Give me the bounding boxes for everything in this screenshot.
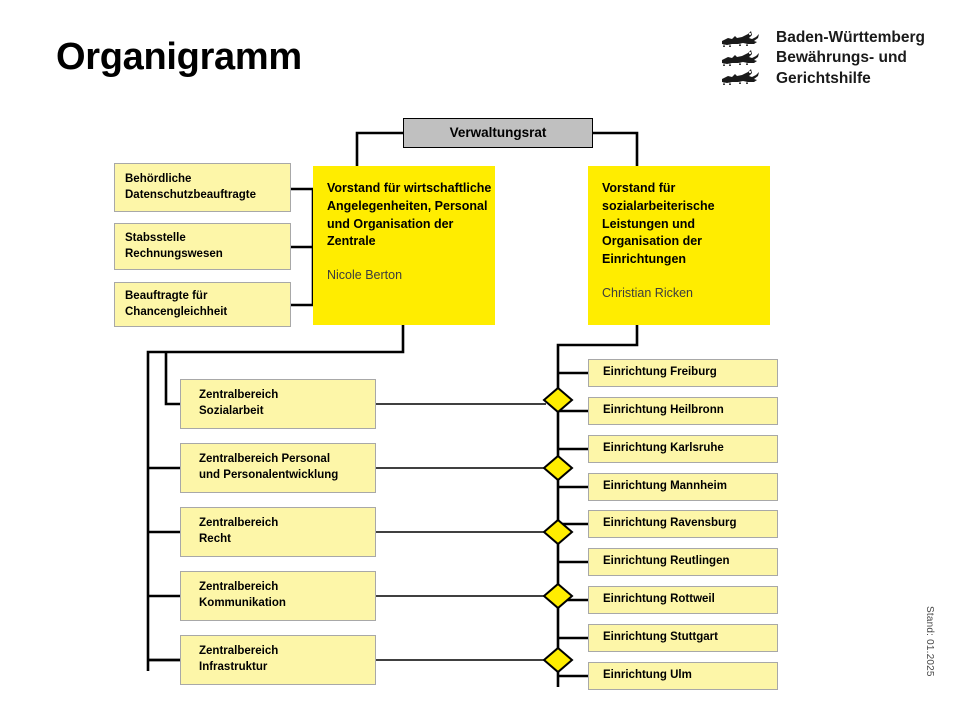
node-label: Einrichtung Karlsruhe — [603, 442, 724, 455]
node-label: Einrichtung Heilbronn — [603, 404, 724, 417]
node-vorstand-wirtschaft[interactable]: Vorstand für wirtschaftliche Angelegenhe… — [313, 166, 495, 325]
junction-diamond — [542, 454, 574, 482]
junction-diamond — [542, 582, 574, 610]
node-label: Verwaltungsrat — [449, 124, 547, 140]
stand-date: Stand: 01.2025 — [924, 606, 935, 677]
node-person: Nicole Berton — [327, 268, 403, 282]
node-verwaltungsrat[interactable]: Verwaltungsrat — [403, 118, 593, 148]
node-stabsstelle-rechnungswesen[interactable]: Stabsstelle Rechnungswesen — [114, 223, 291, 270]
node-label: Einrichtung Mannheim — [603, 480, 727, 493]
page-title: Organigramm — [56, 36, 302, 78]
logo-line-3: Gerichtshilfe — [776, 69, 871, 87]
node-label: Zentralbereich Recht — [199, 517, 279, 545]
node-einrichtung-karlsruhe[interactable]: Einrichtung Karlsruhe — [588, 435, 778, 463]
node-label: Beauftragte für Chancengleichheit — [125, 289, 228, 318]
node-einrichtung-mannheim[interactable]: Einrichtung Mannheim — [588, 473, 778, 501]
node-zentralbereich-infrastruktur[interactable]: Zentralbereich Infrastruktur — [180, 635, 376, 685]
node-einrichtung-reutlingen[interactable]: Einrichtung Reutlingen — [588, 548, 778, 576]
logo: Baden-Württemberg Bewährungs- und Gerich… — [718, 28, 925, 89]
node-label: Zentralbereich Personal und Personalentw… — [199, 453, 339, 481]
junction-diamond — [542, 646, 574, 674]
node-label: Zentralbereich Sozialarbeit — [199, 389, 279, 417]
logo-line-1: Baden-Württemberg — [776, 29, 925, 46]
node-person: Christian Ricken — [602, 285, 694, 300]
node-zentralbereich-sozialarbeit[interactable]: Zentralbereich Sozialarbeit — [180, 379, 376, 429]
node-title: Vorstand für sozialarbeiterische Leistun… — [602, 181, 715, 266]
logo-text: Baden-Württemberg Bewährungs- und Gerich… — [776, 28, 925, 89]
node-label: Stabsstelle Rechnungswesen — [125, 231, 223, 260]
node-label: Behördliche Datenschutzbeauftragte — [125, 172, 256, 201]
node-label: Zentralbereich Infrastruktur — [199, 645, 279, 673]
node-einrichtung-freiburg[interactable]: Einrichtung Freiburg — [588, 359, 778, 387]
node-label: Einrichtung Reutlingen — [603, 555, 730, 568]
node-label: Einrichtung Ulm — [603, 669, 692, 682]
node-zentralbereich-personal[interactable]: Zentralbereich Personal und Personalentw… — [180, 443, 376, 493]
node-label: Einrichtung Rottweil — [603, 593, 715, 606]
node-label: Einrichtung Ravensburg — [603, 517, 737, 530]
logo-line-2: Bewährungs- und — [776, 49, 907, 67]
node-einrichtung-ravensburg[interactable]: Einrichtung Ravensburg — [588, 510, 778, 538]
node-vorstand-sozial[interactable]: Vorstand für sozialarbeiterische Leistun… — [588, 166, 770, 325]
node-label: Einrichtung Stuttgart — [603, 631, 718, 644]
junction-diamond — [542, 518, 574, 546]
node-beauftragte-chancengleichheit[interactable]: Beauftragte für Chancengleichheit — [114, 282, 291, 327]
node-label: Zentralbereich Kommunikation — [199, 581, 286, 609]
node-einrichtung-ulm[interactable]: Einrichtung Ulm — [588, 662, 778, 690]
node-label: Einrichtung Freiburg — [603, 366, 717, 379]
node-datenschutzbeauftragte[interactable]: Behördliche Datenschutzbeauftragte — [114, 163, 291, 212]
node-zentralbereich-kommunikation[interactable]: Zentralbereich Kommunikation — [180, 571, 376, 621]
junction-diamond — [542, 386, 574, 414]
node-einrichtung-rottweil[interactable]: Einrichtung Rottweil — [588, 586, 778, 614]
node-einrichtung-heilbronn[interactable]: Einrichtung Heilbronn — [588, 397, 778, 425]
three-lions-crest-icon — [722, 31, 759, 85]
node-einrichtung-stuttgart[interactable]: Einrichtung Stuttgart — [588, 624, 778, 652]
node-zentralbereich-recht[interactable]: Zentralbereich Recht — [180, 507, 376, 557]
node-title: Vorstand für wirtschaftliche Angelegenhe… — [327, 181, 492, 249]
